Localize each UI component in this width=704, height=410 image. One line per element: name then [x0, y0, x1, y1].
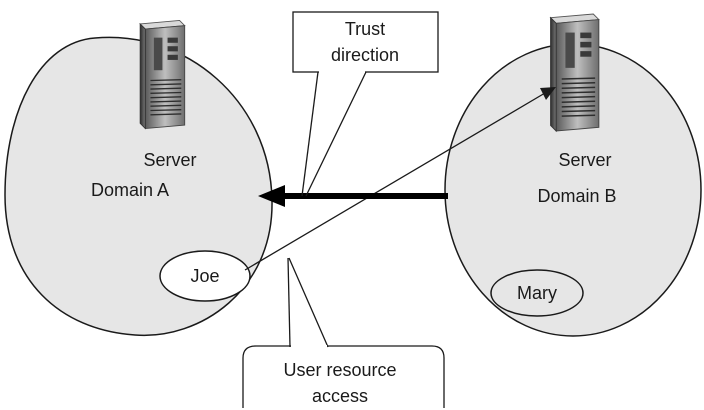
trust-callout-line2: direction	[331, 45, 399, 65]
user-joe-oval	[159, 250, 251, 302]
server-a-label: Server	[143, 150, 196, 170]
user-mary-label: Mary	[517, 283, 557, 303]
resource-access-line	[244, 92, 546, 271]
access-callout-line2: access	[312, 386, 368, 406]
trust-arrow-head	[258, 185, 285, 207]
trust-callout-pointer	[301, 71, 319, 197]
server-b-label: Server	[558, 150, 611, 170]
user-joe-label: Joe	[190, 266, 219, 286]
domain-a-label: Domain A	[91, 180, 169, 200]
trust-callout-pointer	[305, 71, 367, 197]
access-callout-line1: User resource	[283, 360, 396, 380]
user-mary-oval	[490, 269, 584, 317]
access-callout-pointer	[287, 257, 291, 348]
access-callout-pointer	[288, 257, 329, 348]
access-callout-box	[242, 345, 445, 408]
resource-access-arrowhead	[540, 87, 556, 100]
trust-callout-line1: Trust	[345, 19, 385, 39]
domain-b-label: Domain B	[537, 186, 616, 206]
server-b-icon	[549, 13, 600, 132]
trust-callout-box	[292, 11, 439, 73]
server-a-icon	[139, 19, 186, 130]
